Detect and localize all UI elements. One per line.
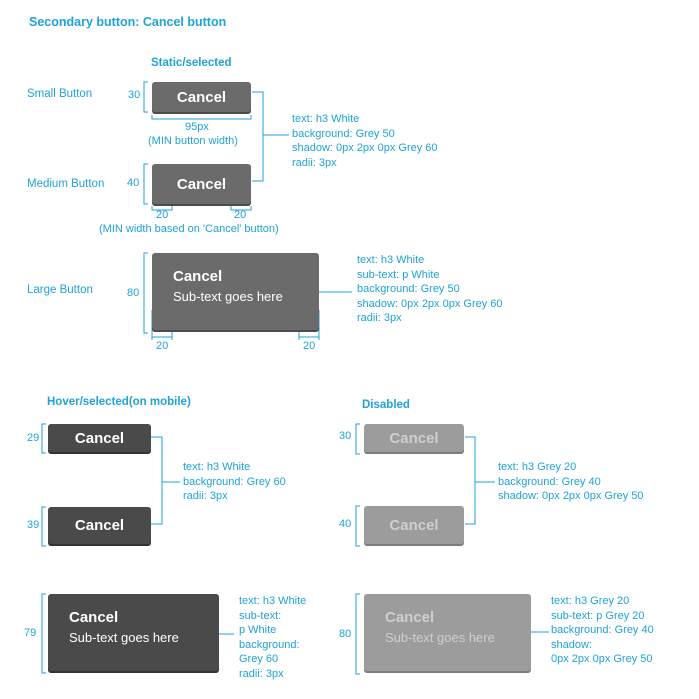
button-label: Cancel bbox=[176, 175, 227, 193]
dim-disabled-medium-height: 40 bbox=[339, 518, 352, 530]
dim-disabled-small-height: 30 bbox=[339, 430, 352, 442]
button-subtext: Sub-text goes here bbox=[173, 289, 283, 304]
button-label: Cancel bbox=[176, 88, 227, 106]
dim-large-padding-right: 20 bbox=[303, 340, 316, 352]
dim-large-height: 80 bbox=[127, 287, 140, 299]
cancel-button-small-static[interactable]: Cancel bbox=[152, 82, 251, 112]
button-subtext: Sub-text goes here bbox=[385, 630, 495, 645]
page-title: Secondary button: Cancel button bbox=[29, 15, 227, 29]
spec-disabled-large: text: h3 Grey 20 sub-text: p Grey 20 bac… bbox=[551, 595, 654, 665]
cancel-button-large-static[interactable]: Cancel Sub-text goes here bbox=[152, 253, 319, 330]
dim-medium-padding-right: 20 bbox=[234, 209, 247, 221]
dim-small-height: 30 bbox=[128, 89, 141, 101]
row-label-medium: Medium Button bbox=[27, 178, 105, 190]
cancel-button-large-disabled: Cancel Sub-text goes here bbox=[364, 594, 531, 671]
spec-hover-basic: text: h3 White background: Grey 60 radii… bbox=[183, 461, 286, 502]
dim-min-width-note: (MIN button width) bbox=[148, 135, 238, 147]
dim-hover-medium-height: 39 bbox=[27, 519, 40, 531]
row-label-large: Large Button bbox=[27, 284, 93, 296]
cancel-button-medium-disabled: Cancel bbox=[364, 506, 464, 544]
dim-large-padding-left: 20 bbox=[156, 340, 169, 352]
dim-disabled-large-height: 80 bbox=[339, 628, 352, 640]
dim-hover-large-height: 79 bbox=[24, 627, 37, 639]
row-label-small: Small Button bbox=[27, 88, 93, 100]
button-label: Cancel bbox=[173, 268, 223, 285]
dim-medium-note: (MIN width based on 'Cancel' button) bbox=[99, 223, 279, 235]
button-label: Cancel bbox=[69, 609, 119, 626]
dim-min-width: 95px bbox=[185, 121, 209, 133]
spec-disabled-basic: text: h3 Grey 20 background: Grey 40 sha… bbox=[498, 461, 644, 502]
dim-hover-small-height: 29 bbox=[27, 432, 40, 444]
cancel-button-medium-static[interactable]: Cancel bbox=[152, 164, 251, 204]
spec-hover-large: text: h3 White sub-text: p White backgro… bbox=[239, 595, 307, 680]
section-static-title: Static/selected bbox=[151, 57, 232, 69]
cancel-button-medium-hover[interactable]: Cancel bbox=[48, 507, 151, 544]
dim-medium-padding-left: 20 bbox=[156, 209, 169, 221]
cancel-button-small-hover[interactable]: Cancel bbox=[48, 424, 151, 452]
button-label: Cancel bbox=[389, 516, 439, 534]
button-label: Cancel bbox=[74, 517, 125, 534]
section-disabled-title: Disabled bbox=[362, 399, 410, 411]
button-label: Cancel bbox=[74, 429, 125, 447]
cancel-button-large-hover[interactable]: Cancel Sub-text goes here bbox=[48, 594, 219, 671]
dim-medium-height: 40 bbox=[127, 177, 140, 189]
cancel-button-small-disabled: Cancel bbox=[364, 424, 464, 452]
spec-static-large: text: h3 White sub-text: p White backgro… bbox=[357, 254, 503, 324]
spec-static-basic: text: h3 White background: Grey 50 shado… bbox=[292, 113, 438, 169]
button-label: Cancel bbox=[385, 609, 435, 626]
button-subtext: Sub-text goes here bbox=[69, 630, 179, 645]
button-label: Cancel bbox=[389, 429, 439, 447]
section-hover-title: Hover/selected(on mobile) bbox=[47, 396, 191, 408]
